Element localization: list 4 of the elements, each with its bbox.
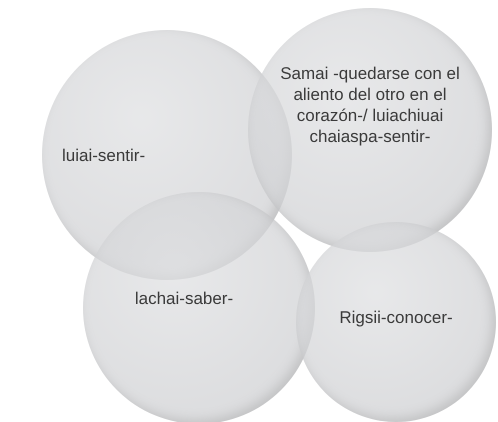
circle-label: Samai -quedarse con el aliento del otro en el corazón-/ luiachiuai chaiaspa-sentir- (280, 63, 460, 147)
circle-label: Rigsii-conocer- (338, 306, 454, 328)
circle-label: luiai-sentir- (62, 144, 146, 166)
circle-label: lachai-saber- (134, 288, 234, 308)
